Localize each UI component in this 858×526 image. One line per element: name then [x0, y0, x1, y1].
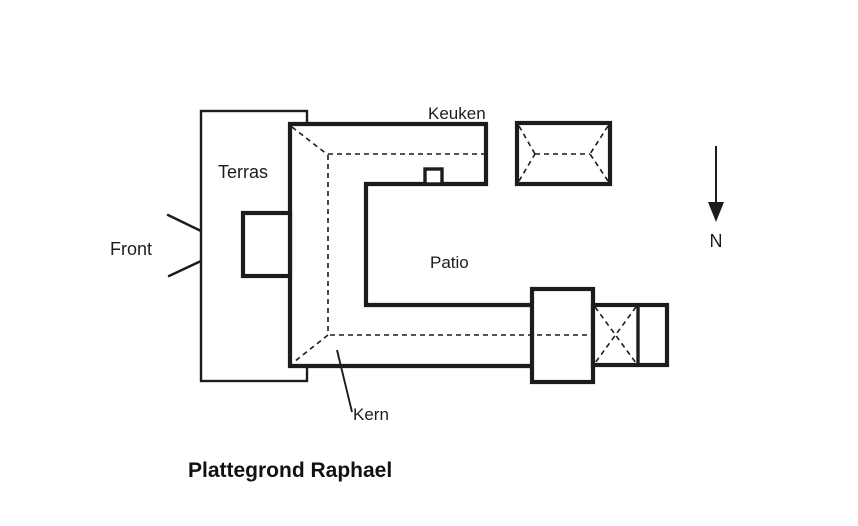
front-label: Front: [110, 239, 152, 259]
kern-leader-line: [336, 349, 353, 413]
page-title: Plattegrond Raphael: [188, 459, 392, 482]
patio-label: Patio: [430, 253, 469, 272]
north-label: N: [710, 231, 723, 251]
terras-label: Terras: [218, 162, 268, 182]
north-arrow-icon: [708, 146, 724, 222]
front-marker-lines: [166, 213, 203, 278]
front-annex-outline: [240, 210, 293, 279]
chimney-outline: [423, 167, 444, 186]
keuken-label: Keuken: [428, 104, 486, 123]
extension-cross-dashes: [594, 306, 637, 364]
main-roof-ridge-dashes: [291, 126, 590, 363]
main-building-outline: [287, 121, 596, 369]
kern-label: Kern: [353, 405, 389, 424]
